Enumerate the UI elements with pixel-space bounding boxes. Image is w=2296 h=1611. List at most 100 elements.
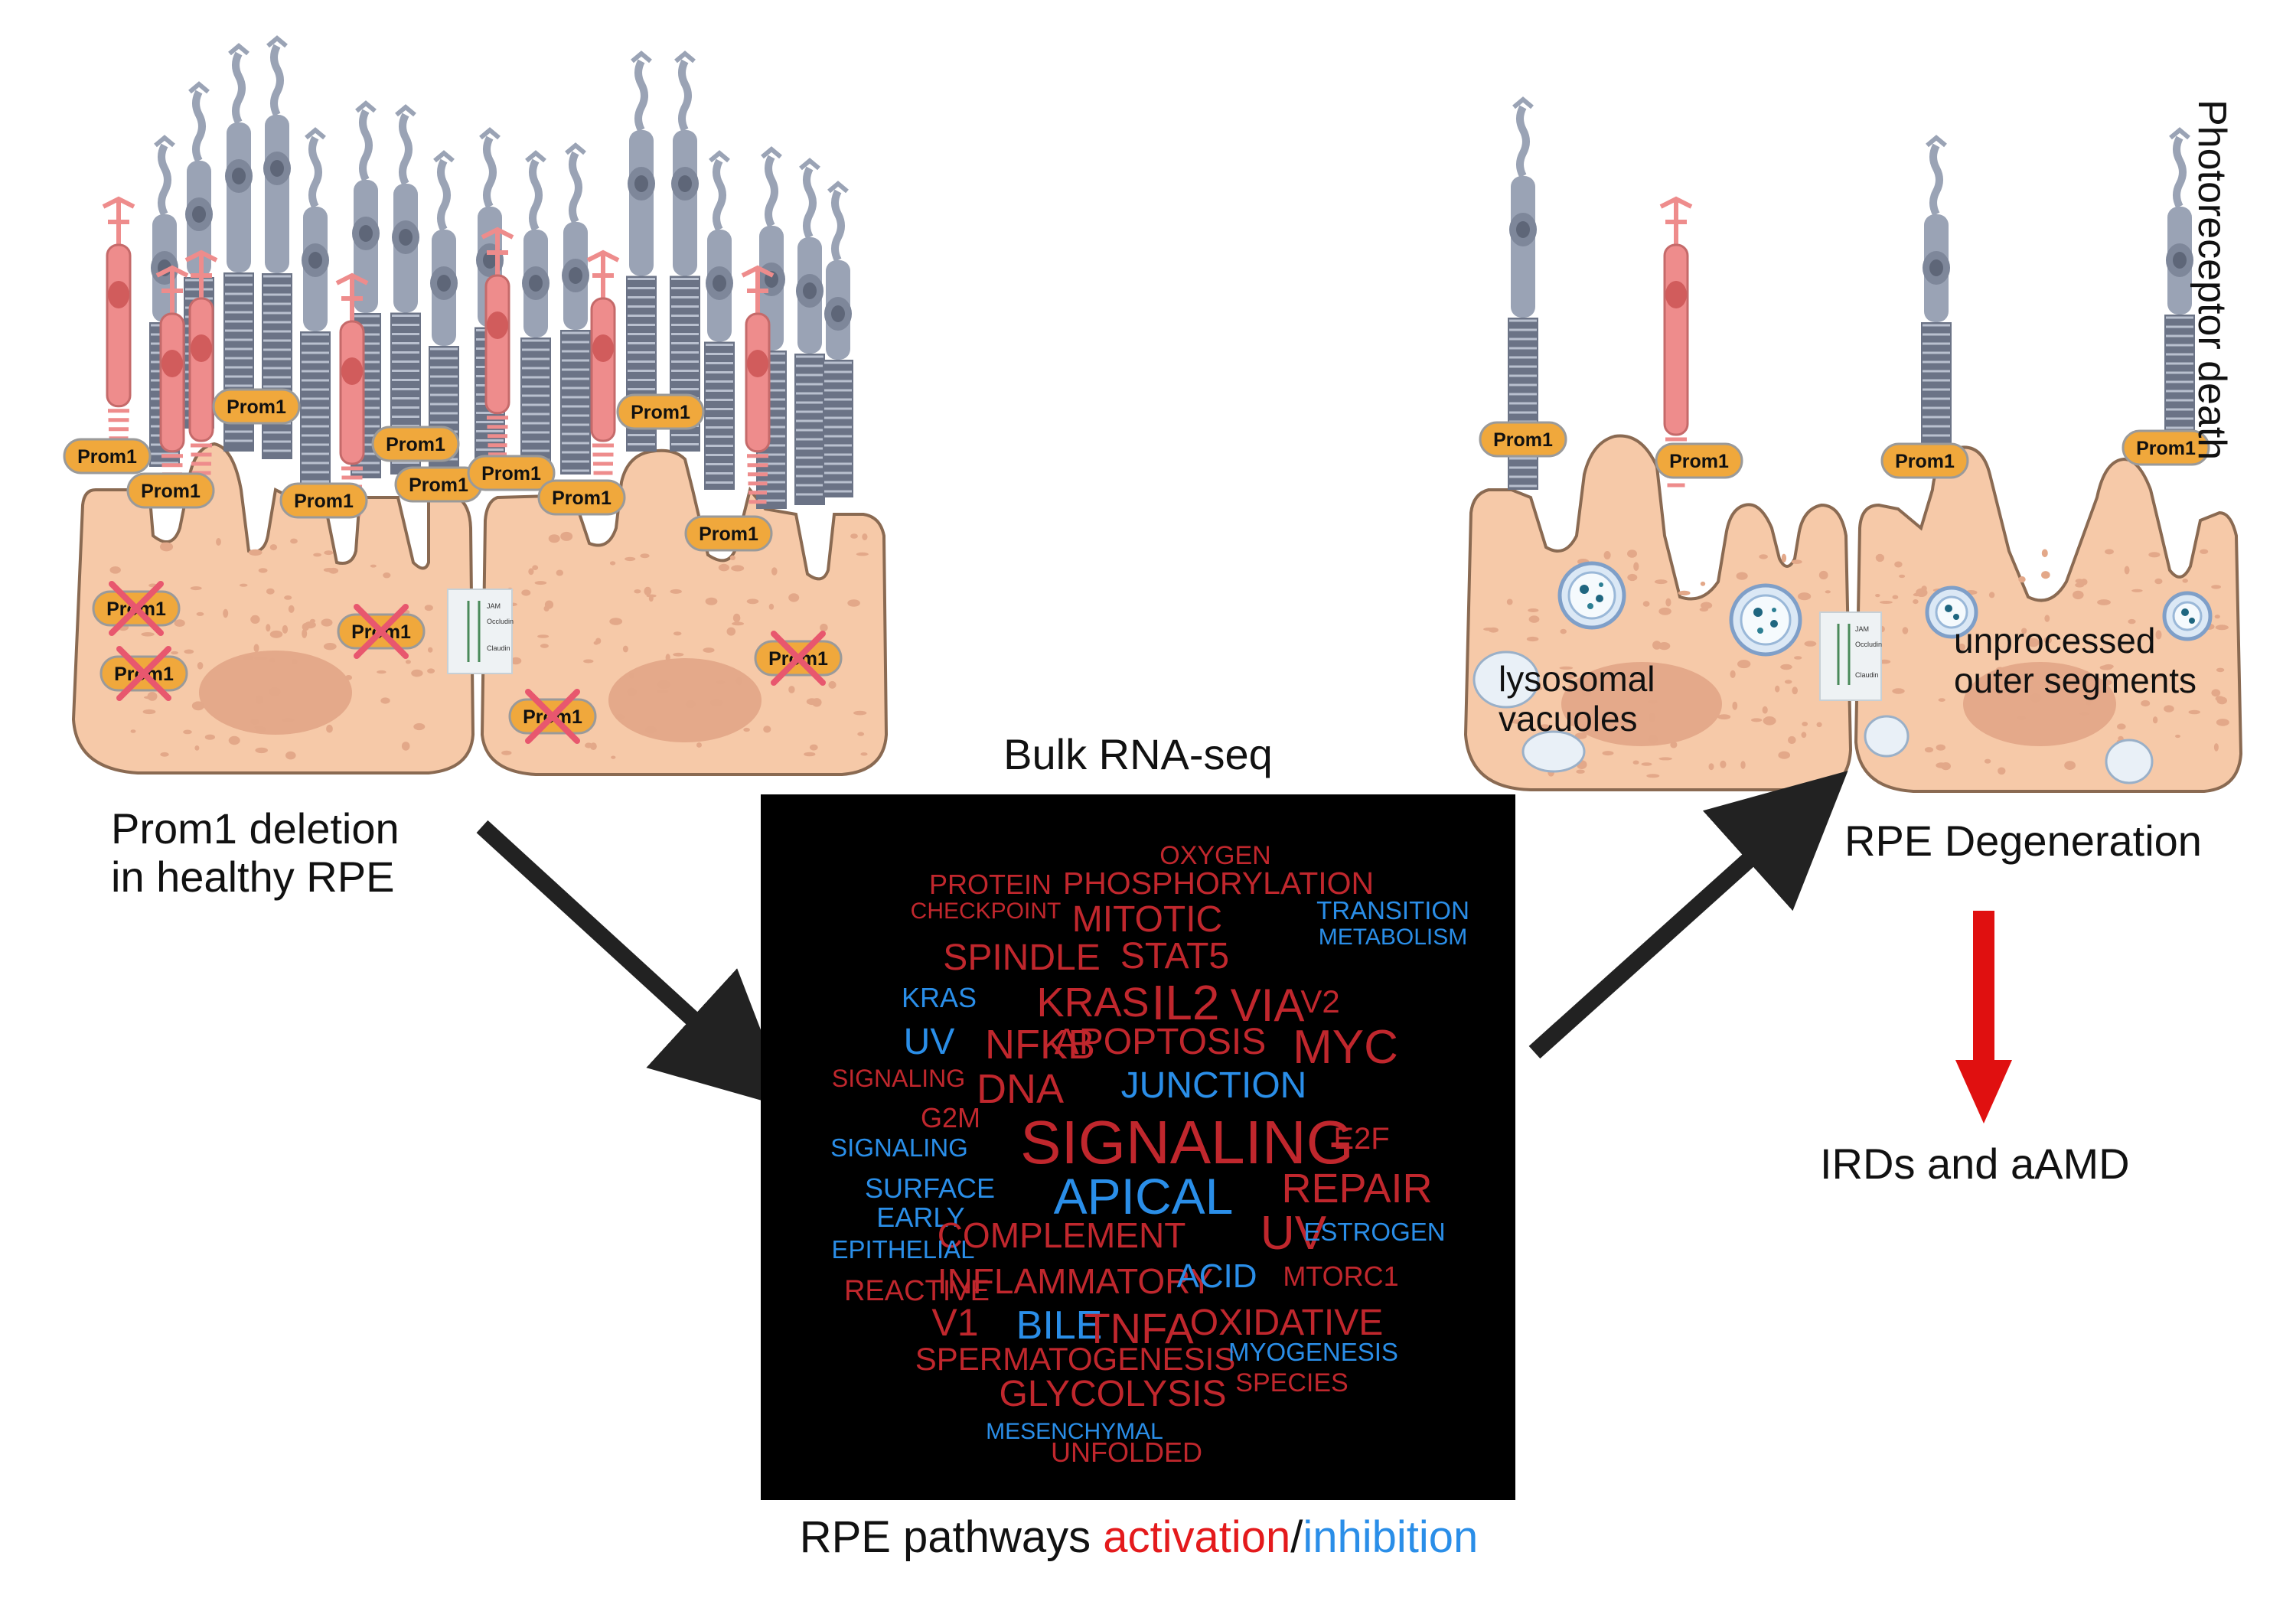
pathway-word-inhibition: BILE [1016, 1303, 1103, 1348]
cone-photoreceptor [102, 196, 135, 459]
junction-label-jam: JAM [487, 602, 501, 610]
pathway-word-activation: TNFA [1084, 1304, 1194, 1352]
pathway-word-inhibition: SURFACE [864, 1172, 996, 1204]
svg-text:Prom1: Prom1 [386, 434, 445, 455]
cone-photoreceptor [1659, 196, 1693, 488]
prom1-badge: Prom1 [126, 472, 215, 509]
pathway-word-inhibition: ESTROGEN [1303, 1218, 1446, 1246]
svg-text:Prom1: Prom1 [1493, 429, 1553, 451]
prom1-badge: Prom1 [63, 438, 152, 474]
rod-photoreceptor [300, 127, 331, 490]
pathway-word-activation: V1 [931, 1301, 979, 1344]
pathway-word-activation: MITOTIC [1071, 899, 1223, 940]
photoreceptor-death-label: Photoreceptor death [2190, 99, 2234, 461]
left-tight-junction: JAM Occludin Claudin [447, 589, 514, 674]
prom1-badge: Prom1 [2122, 429, 2210, 466]
pathway-word-activation: PROTEIN [928, 869, 1052, 900]
rod-photoreceptor [520, 150, 551, 482]
pathway-word-activation: SPERMATOGENESIS [915, 1341, 1236, 1377]
pathway-word-activation: APOPTOSIS [1054, 1022, 1267, 1062]
svg-text:Prom1: Prom1 [1895, 451, 1955, 472]
pathway-word-inhibition: MYOGENESIS [1228, 1338, 1398, 1366]
svg-text:Prom1: Prom1 [409, 474, 468, 496]
deleted-prom1-badge: Prom1 [508, 689, 597, 744]
deleted-prom1-badge: Prom1 [337, 604, 426, 659]
rna-seq-title: Bulk RNA-seq [1003, 730, 1273, 778]
cytoplasm-speckles [109, 531, 2229, 778]
pathway-word-activation: IL2 [1151, 975, 1220, 1030]
pathway-word-inhibition: EARLY [876, 1202, 965, 1233]
pathway-word-activation: COMPLEMENT [937, 1215, 1186, 1255]
svg-text:Prom1: Prom1 [77, 446, 137, 468]
prom1-badge: Prom1 [1655, 442, 1743, 479]
junction-label-jam-right: JAM [1855, 625, 1869, 633]
pathway-word-inhibition: METABOLISM [1318, 925, 1468, 950]
pathway-word-activation: OXYGEN [1159, 841, 1271, 870]
pathway-word-activation: VIA [1230, 980, 1305, 1031]
rod-photoreceptor [1508, 96, 1538, 490]
svg-text:Prom1: Prom1 [141, 481, 201, 502]
svg-text:Prom1: Prom1 [294, 491, 354, 512]
arrow-to-rna-seq [476, 820, 791, 1109]
pathway-word-activation: G2M [920, 1102, 981, 1133]
right-nucleus-2 [1963, 662, 2116, 746]
outcome-label: IRDs and aAMD [1820, 1140, 2130, 1188]
rod-photoreceptor [794, 158, 825, 505]
pathway-word-activation: SPECIES [1235, 1368, 1349, 1397]
pathway-word-activation: V2 [1300, 983, 1340, 1019]
pathway-word-activation: DNA [976, 1066, 1065, 1112]
pathway-word-activation: MYC [1293, 1021, 1398, 1074]
junction-label-claudin: Claudin [487, 644, 510, 652]
left-caption: Prom1 deletion in healthy RPE [111, 804, 400, 901]
lysosomal-vacuole [1473, 651, 1540, 709]
svg-text:Prom1: Prom1 [1669, 451, 1729, 472]
svg-text:Prom1: Prom1 [631, 402, 690, 423]
pathway-word-inhibition: JUNCTION [1120, 1065, 1307, 1106]
deleted-prom1-badge: Prom1 [754, 631, 843, 686]
pathway-word-activation: NFKB [984, 1022, 1096, 1068]
pathway-word-activation: REPAIR [1281, 1166, 1433, 1212]
pathway-word-inhibition: KRAS [901, 982, 977, 1013]
cone-photoreceptor [335, 272, 369, 517]
prom1-badge: Prom1 [1479, 421, 1567, 458]
svg-text:Prom1: Prom1 [552, 488, 612, 509]
lysosomal-vacuoles-label: lysosomal vacuoles [1499, 659, 1655, 739]
pathway-word-activation: STAT5 [1120, 936, 1230, 977]
unprocessed-line1: unprocessed [1954, 621, 2156, 660]
pathway-word-inhibition: EPITHELIAL [831, 1235, 975, 1264]
pathway-word-activation: MTORC1 [1283, 1260, 1399, 1292]
cone-photoreceptor [586, 249, 620, 494]
pathway-word-activation: PHOSPHORYLATION [1062, 866, 1375, 901]
pathway-word-activation: OXIDATIVE [1189, 1303, 1384, 1343]
lysosomal-line1: lysosomal [1499, 659, 1655, 699]
prom1-badges: Prom1Prom1Prom1Prom1Prom1Prom1Prom1Prom1… [63, 388, 2210, 744]
pathway-word-inhibition: UV [903, 1022, 955, 1062]
lysosomes-and-phagosomes [1473, 561, 2213, 784]
lysosomal-vacuole [1521, 730, 1586, 773]
caption-activation: activation [1103, 1512, 1291, 1562]
pathway-word-activation: CHECKPOINT [910, 898, 1062, 924]
left-caption-line2: in healthy RPE [111, 852, 395, 901]
junction-label-occludin-right: Occludin [1855, 641, 1882, 648]
rod-photoreceptor [823, 181, 853, 497]
svg-text:Prom1: Prom1 [481, 463, 541, 484]
unprocessed-line2: outer segments [1954, 660, 2197, 700]
prom1-badge: Prom1 [537, 479, 626, 516]
unprocessed-outer-segments-label: unprocessed outer segments [1954, 621, 2197, 700]
prom1-badge: Prom1 [467, 455, 556, 491]
arrow-to-outcome [1955, 911, 2012, 1123]
rod-photoreceptor [704, 150, 735, 490]
arrow-to-degeneration [1528, 771, 1848, 1059]
cone-photoreceptor [741, 265, 775, 504]
caption-prefix: RPE pathways [799, 1512, 1104, 1562]
rod-photoreceptor [626, 51, 657, 452]
pathway-word-activation: UNFOLDED [1050, 1437, 1203, 1468]
rpe-degeneration-label: RPE Degeneration [1844, 817, 2202, 865]
pathway-word-activation: GLYCOLYSIS [999, 1374, 1227, 1414]
photoreceptor-layer [102, 35, 2195, 517]
prom1-badge: Prom1 [1880, 442, 1969, 479]
pathway-word-activation: INFLAMMATORY [937, 1261, 1214, 1301]
svg-text:Prom1: Prom1 [227, 396, 286, 418]
